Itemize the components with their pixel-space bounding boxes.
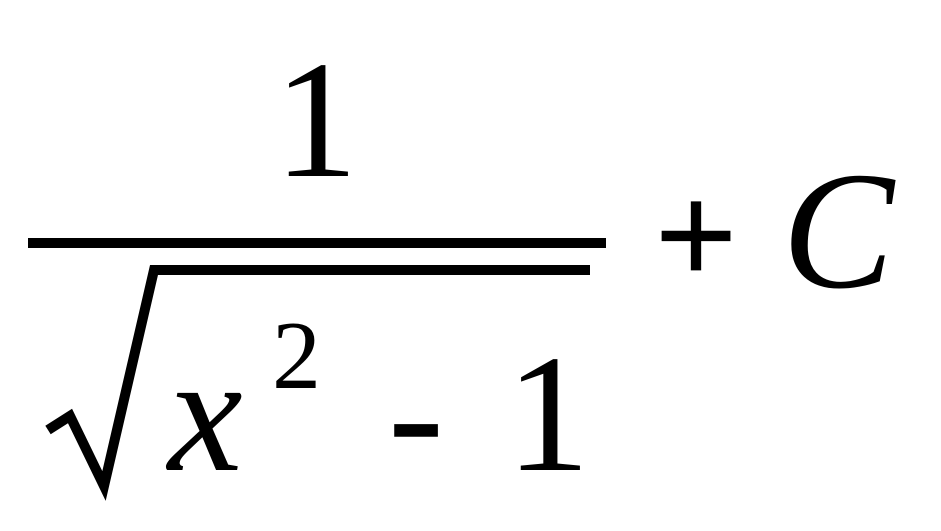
radicand-variable: x [165,321,243,507]
fraction-bar [28,238,606,248]
radical-sign [45,265,590,501]
minus-operator: - [388,321,444,507]
denominator-constant: 1 [506,321,590,507]
integration-constant: C [782,138,896,324]
exponent: 2 [272,302,321,410]
plus-operator: + [654,154,738,318]
numerator: 1 [274,27,358,213]
